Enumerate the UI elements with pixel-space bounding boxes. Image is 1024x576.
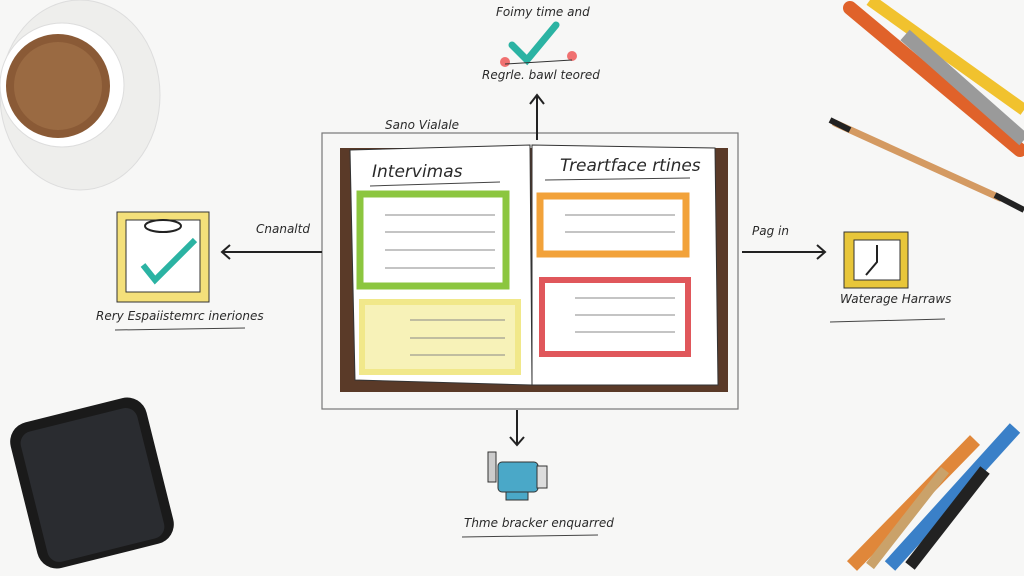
top-caption: Foimy time and [496, 5, 590, 19]
card-red [539, 277, 691, 357]
left-page-title: Intervimas [372, 162, 463, 182]
smartphone [10, 397, 174, 569]
markers-top-right [828, 0, 1024, 213]
markers-bottom-right [846, 423, 1021, 571]
left-arrow-label: Cnanaltd [256, 222, 310, 236]
coffee-cup [0, 0, 161, 191]
clock-icon [843, 231, 909, 289]
underlines [114, 318, 946, 538]
card-orange [536, 192, 690, 258]
right-arrow-label: Pag in [752, 224, 789, 238]
clipboard-check-icon [116, 211, 210, 303]
right-page-title: Treartface rtines [560, 156, 701, 176]
card-green [356, 190, 510, 290]
robot-tracker-icon [487, 451, 548, 501]
right-node-caption: Waterage Harraws [840, 292, 952, 306]
notebook [340, 144, 728, 392]
diagram-frame [321, 132, 739, 410]
left-node-caption: Rery Espaiistemrc ineriones [96, 309, 264, 323]
checkmark-icon [500, 21, 577, 67]
card-yellow [359, 299, 521, 375]
arrows [220, 93, 827, 447]
top-subcaption: Regrle. bawl teored [482, 68, 600, 82]
frame-label: Sano Vialale [385, 118, 460, 132]
bottom-node-caption: Thme bracker enquarred [464, 516, 614, 530]
